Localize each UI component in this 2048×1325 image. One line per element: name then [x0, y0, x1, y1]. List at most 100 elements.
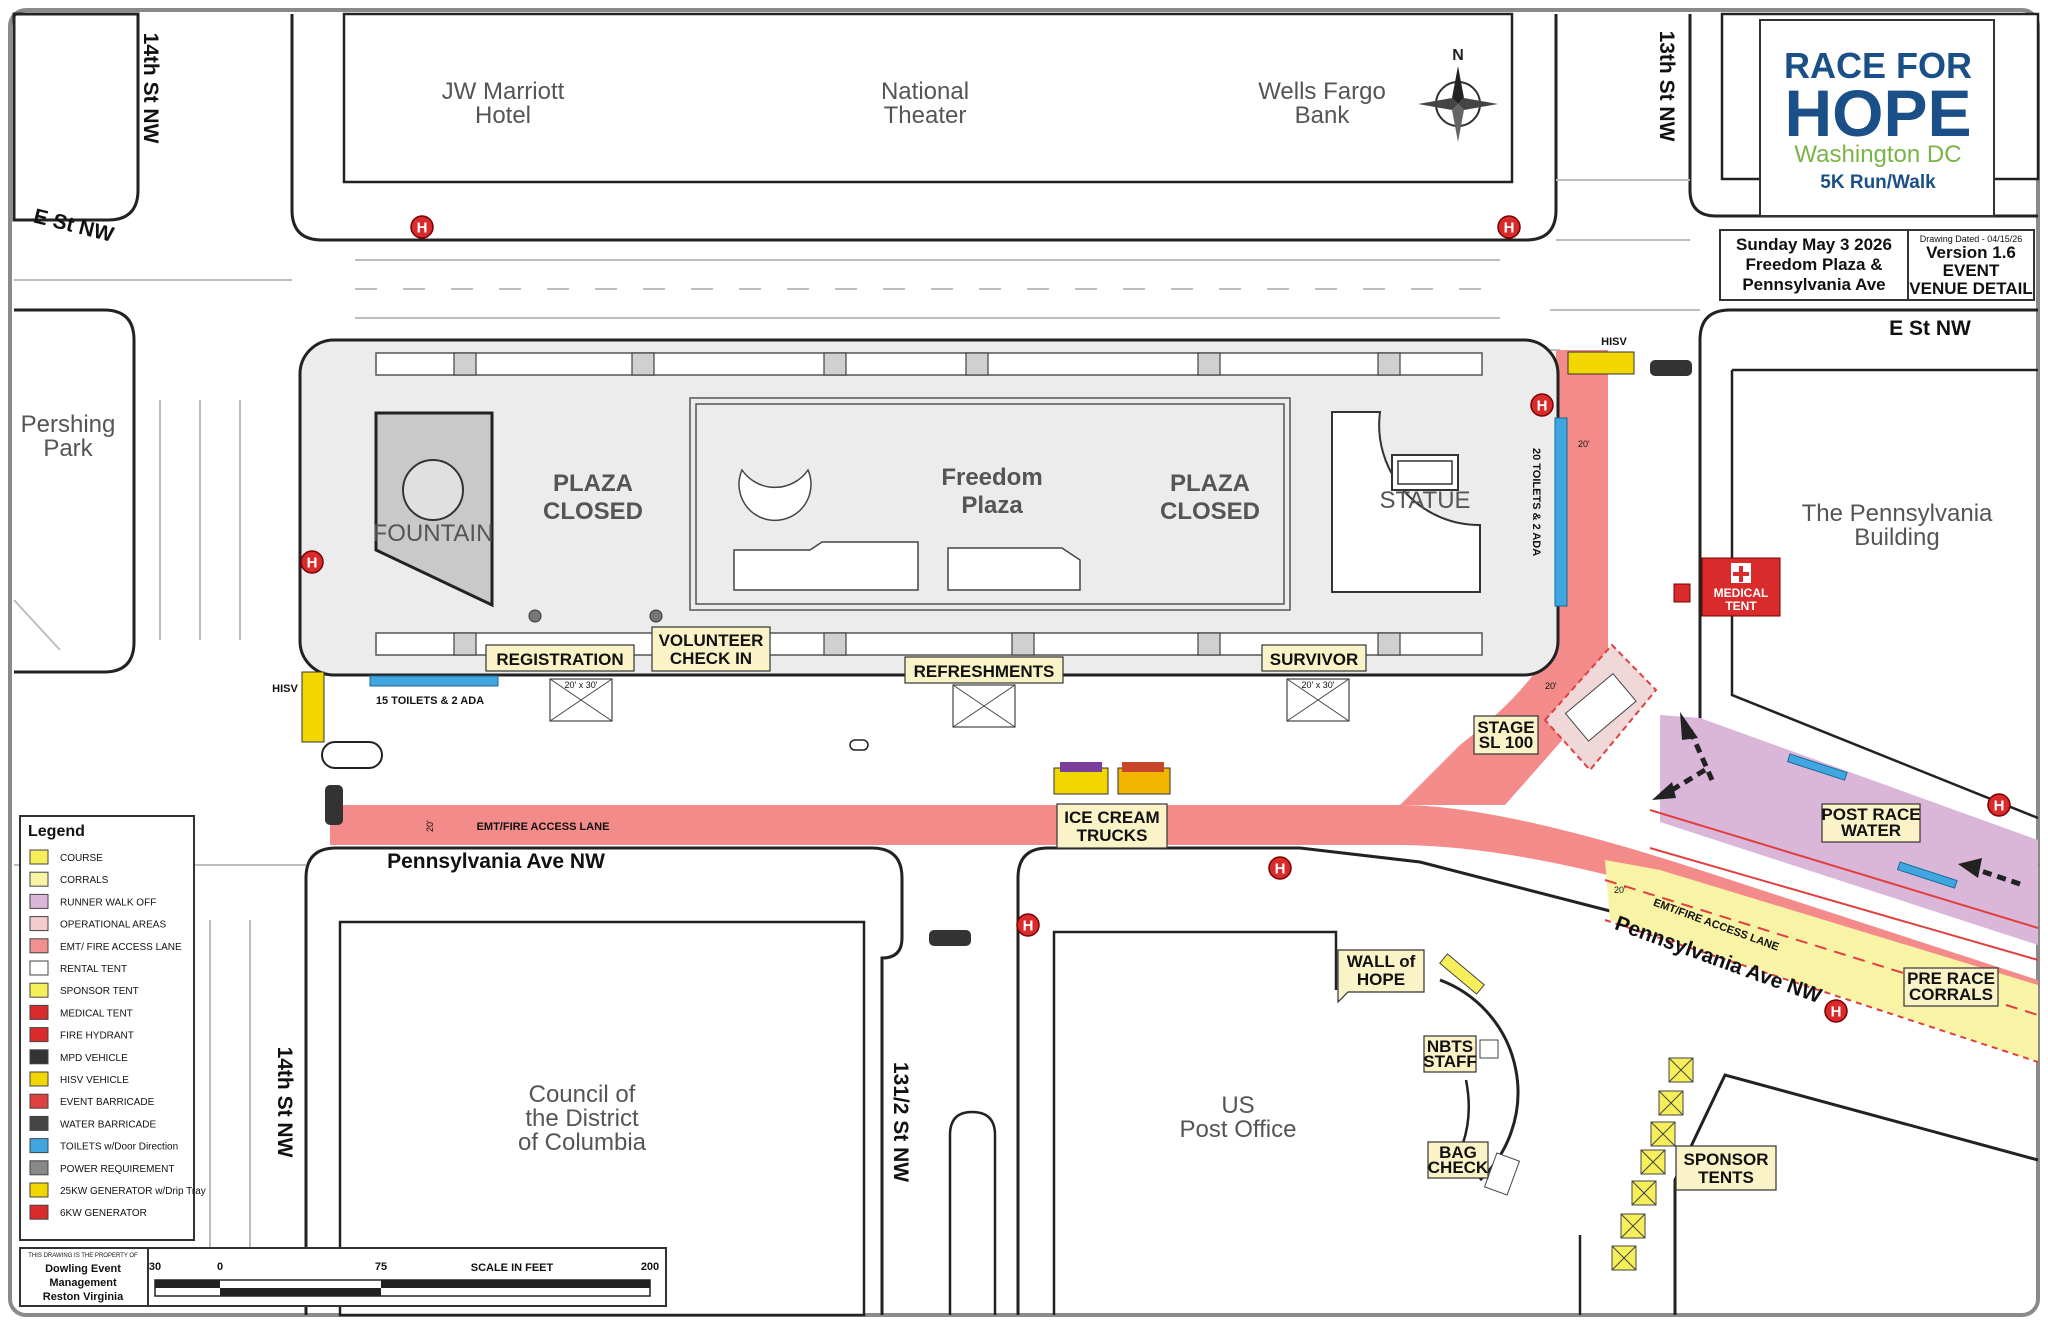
- power-pill: [849, 739, 869, 751]
- wells-fargo-2: Bank: [1295, 102, 1351, 129]
- sponsor-tents-label-1: SPONSOR: [1683, 1150, 1768, 1169]
- council-dc-1: Council of: [529, 1081, 636, 1108]
- info-block: Sunday May 3 2026 Freedom Plaza & Pennsy…: [1719, 229, 2035, 301]
- wall-of-hope-label-2: HOPE: [1357, 970, 1405, 989]
- event-barricade-line-1: [1649, 809, 2039, 929]
- walk-off-arrow-right-head: [1958, 858, 1982, 878]
- plaza-pavilion-1: [733, 541, 919, 591]
- walk-off-arrow-left: [1670, 767, 1707, 793]
- logo-line-2: HOPE: [1784, 76, 1971, 150]
- hisv-label-2: HISV: [1601, 336, 1627, 348]
- legend-swatch: [29, 916, 49, 932]
- pre-race-corrals-area: [1605, 860, 2038, 1062]
- mpd-vehicle-1: [325, 785, 343, 825]
- info-version: Version 1.6: [1926, 243, 2016, 262]
- legend-swatch: [29, 1204, 49, 1220]
- wall-of-hope-frame: [1439, 953, 1485, 995]
- medical-cross-icon: [1733, 566, 1749, 582]
- fire-hydrant-5: [1268, 856, 1292, 880]
- credit-line-2: Management: [49, 1277, 117, 1289]
- info-venue-2: Pennsylvania Ave: [1742, 275, 1885, 294]
- toilets-15-label: 15 TOILETS & 2 ADA: [376, 695, 484, 707]
- registration-label: REGISTRATION: [496, 650, 623, 669]
- legend-label: FIRE HYDRANT: [60, 1031, 134, 1042]
- legend-swatch: [29, 849, 49, 865]
- legend-label: COURSE: [60, 853, 103, 864]
- legend-label: EMT/ FIRE ACCESS LANE: [60, 942, 182, 953]
- wells-fargo-1: Wells Fargo: [1258, 78, 1386, 105]
- ice-cream-truck-1-cab: [1060, 762, 1102, 772]
- scale-tick-30: 30: [149, 1261, 161, 1273]
- water-station-toilets: [1786, 753, 1958, 889]
- legend-label: WATER BARRICADE: [60, 1119, 156, 1130]
- refreshments-label: REFRESHMENTS: [914, 662, 1055, 681]
- hisv-label-1: HISV: [272, 683, 298, 695]
- fire-hydrant-4: [1530, 393, 1554, 417]
- council-dc-3: of Columbia: [518, 1129, 647, 1156]
- legend-swatch: [29, 938, 49, 954]
- corral-divider: [1604, 879, 2039, 1016]
- pennsylvania-building-1: The Pennsylvania: [1802, 500, 1993, 527]
- event-barricade-line-2: [1649, 847, 2039, 961]
- fire-hydrant-3: [300, 550, 324, 574]
- legend-swatch: [29, 1138, 49, 1154]
- street-e-st-right: E St NW: [1889, 317, 1971, 340]
- hisv-vehicle-1: [301, 671, 325, 743]
- plaza-closed-right-2: CLOSED: [1160, 498, 1260, 525]
- svg-text:N: N: [1452, 47, 1464, 64]
- walk-off-arrow-right: [1977, 867, 2021, 887]
- scale-tick-0: 0: [217, 1261, 223, 1273]
- tent-size-2: 20' x 30': [1302, 680, 1335, 690]
- volunteer-label-1: VOLUNTEER: [659, 631, 764, 650]
- sponsor-tent-7: [1611, 1245, 1637, 1271]
- lane-width-d: 20': [1614, 885, 1626, 895]
- stage-label-1: STAGE: [1477, 718, 1534, 737]
- pershing-park-1: Pershing: [21, 411, 116, 438]
- emt-access-lane-penn: [330, 805, 2038, 1005]
- sponsor-tent-6: [1620, 1213, 1646, 1239]
- info-title-1: EVENT: [1943, 261, 2000, 280]
- mpd-vehicle-2: [929, 930, 971, 946]
- emt-lane-label-1: EMT/FIRE ACCESS LANE: [477, 821, 610, 833]
- toilets-bank-2: [1554, 417, 1568, 607]
- info-drawing-dated: Drawing Dated - 04/15/26: [1920, 234, 2023, 244]
- credit-line-1: Dowling Event: [45, 1263, 121, 1275]
- legend-swatch: [29, 1093, 49, 1109]
- course-edge-line: [1604, 919, 2039, 1063]
- fire-hydrant-2: [1497, 215, 1521, 239]
- plaza-closed-right-1: PLAZA: [1170, 470, 1250, 497]
- power-point-1: [528, 609, 542, 623]
- credit-line-0: THIS DRAWING IS THE PROPERTY OF: [28, 1253, 138, 1259]
- block-north-inner: [342, 12, 1514, 184]
- logo-line-4: 5K Run/Walk: [1820, 172, 1936, 193]
- freedom-plaza-name-1: Freedom: [941, 464, 1042, 491]
- lane-width-a: 20': [425, 820, 435, 832]
- block-pennsylvania-building: [1698, 308, 2038, 341]
- fire-hydrant-8: [1824, 999, 1848, 1023]
- ice-cream-label-1: ICE CREAM: [1064, 808, 1159, 827]
- ice-cream-truck-1: [1053, 767, 1109, 795]
- walk-off-arrow-left-head: [1652, 782, 1676, 800]
- legend-title: Legend: [28, 823, 85, 840]
- logo-line-3: Washington DC: [1794, 141, 1961, 168]
- nbts-tent: [1479, 1039, 1499, 1059]
- compass-rose: N: [1418, 47, 1498, 142]
- toilets-20-label: 20 TOILETS & 2 ADA: [1530, 448, 1542, 556]
- legend-label: 6KW GENERATOR: [60, 1208, 147, 1219]
- legend-label: HISV VEHICLE: [60, 1075, 129, 1086]
- ice-cream-truck-2-cab: [1122, 762, 1164, 772]
- scale-tick-200: 200: [641, 1261, 659, 1273]
- legend-label: CORRALS: [60, 875, 109, 886]
- medical-tent-label-1: MEDICAL: [1714, 586, 1769, 600]
- mpd-vehicle-3: [1650, 360, 1692, 376]
- statue-area: [1331, 411, 1481, 593]
- scale-title: SCALE IN FEET: [471, 1262, 554, 1274]
- pennsylvania-building-2: Building: [1854, 524, 1939, 551]
- medical-tent-label-2: TENT: [1725, 599, 1757, 613]
- plaza-lamps: [453, 352, 1401, 656]
- sponsor-tent-5: [1631, 1180, 1657, 1206]
- legend-label: MPD VEHICLE: [60, 1053, 128, 1064]
- tent-size-1: 20' x 30': [565, 680, 598, 690]
